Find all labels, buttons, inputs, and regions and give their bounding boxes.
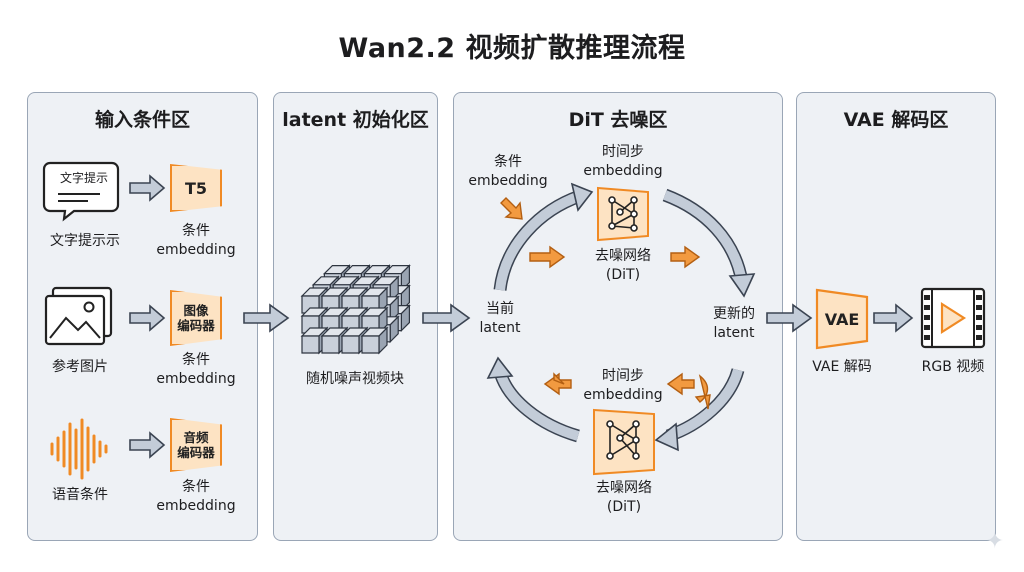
timestep-bottom-l1: 时间步 [602,368,644,384]
audio-encoder-label-l2: 编码器 [177,445,215,460]
image-encoder-label-l2: 编码器 [177,318,215,333]
dit-condition-l2: embedding [468,173,548,189]
audio-encoder-label-l1: 音频 [183,430,209,445]
current-latent-l1: 当前 [486,301,514,317]
noise-cube [320,326,349,355]
timestep-top-label: 时间步 embedding [573,143,673,181]
timestep-bottom-l2: embedding [583,387,663,403]
dit-top-l2: (DiT) [605,267,641,283]
timestep-top-l1: 时间步 [602,144,644,160]
panel-latent-title: latent 初始化区 [282,109,429,131]
dit-bottom-l1: 去噪网络 [596,480,652,496]
updated-latent-label: 更新的 latent [684,305,784,343]
input-arrows [129,174,166,459]
image-encoder-output-l2: embedding [156,371,236,387]
vae-decode-label: VAE 解码 [812,359,872,375]
sound-wave-icon [50,418,108,480]
image-encoder-output-l1: 条件 [182,352,210,368]
audio-encoder-label: 音频 编码器 [170,418,222,472]
image-encoder-label-l1: 图像 [183,303,209,318]
sparkle-icon: ✦ [985,528,1004,553]
panel-vae-title: VAE 解码区 [843,109,949,131]
dit-top-l1: 去噪网络 [595,248,651,264]
vae-decoder-box [815,288,869,350]
audio-encoder-output-l2: embedding [156,498,236,514]
image-icon [44,286,113,346]
ref-image-label: 参考图片 [52,359,108,375]
timestep-top-l2: embedding [583,163,663,179]
audio-label: 语音条件 [52,487,108,503]
image-encoder-output-label: 条件 embedding [146,351,246,389]
t5-output-l1: 条件 [182,223,210,239]
dit-bottom-network-icon [593,408,655,476]
t5-output-label: 条件 embedding [146,222,246,260]
t5-encoder-label: T5 [184,178,208,198]
rgb-video-label: RGB 视频 [921,359,985,375]
dit-bottom-l2: (DiT) [606,499,642,515]
flow-arrows [243,303,914,333]
diagram-title: Wan2.2 视频扩散推理流程 [338,33,686,64]
dit-bottom-label: 去噪网络 (DiT) [574,479,674,517]
dit-condition-label: 条件 embedding [458,153,558,191]
image-encoder-label: 图像 编码器 [170,290,222,346]
speech-bubble-text: 文字提示 [59,171,108,185]
updated-latent-l2: latent [713,325,755,341]
timestep-bottom-label: 时间步 embedding [573,367,673,405]
vae-box-label: VAE [824,309,860,329]
video-play-icon [920,287,986,349]
text-prompt-label: 文字提示示 [50,233,120,249]
dit-top-label: 去噪网络 (DiT) [573,247,673,285]
noise-cubes [300,264,411,355]
noise-block-label: 随机噪声视频块 [306,371,404,387]
denoise-cycle-arrows [486,182,756,452]
noise-cube [360,326,389,355]
dit-top-network-icon [597,186,649,242]
updated-latent-l1: 更新的 [713,306,755,322]
audio-encoder-output-l1: 条件 [182,479,210,495]
current-latent-label: 当前 latent [450,300,550,338]
panel-dit-title: DiT 去噪区 [568,109,668,131]
dit-orange-arrows [500,197,711,410]
current-latent-l2: latent [479,320,521,336]
speech-bubble-icon [42,161,120,222]
t5-output-l2: embedding [156,242,236,258]
panel-input-title: 输入条件区 [94,109,190,131]
audio-encoder-output-label: 条件 embedding [146,478,246,516]
dit-condition-l1: 条件 [494,154,522,170]
